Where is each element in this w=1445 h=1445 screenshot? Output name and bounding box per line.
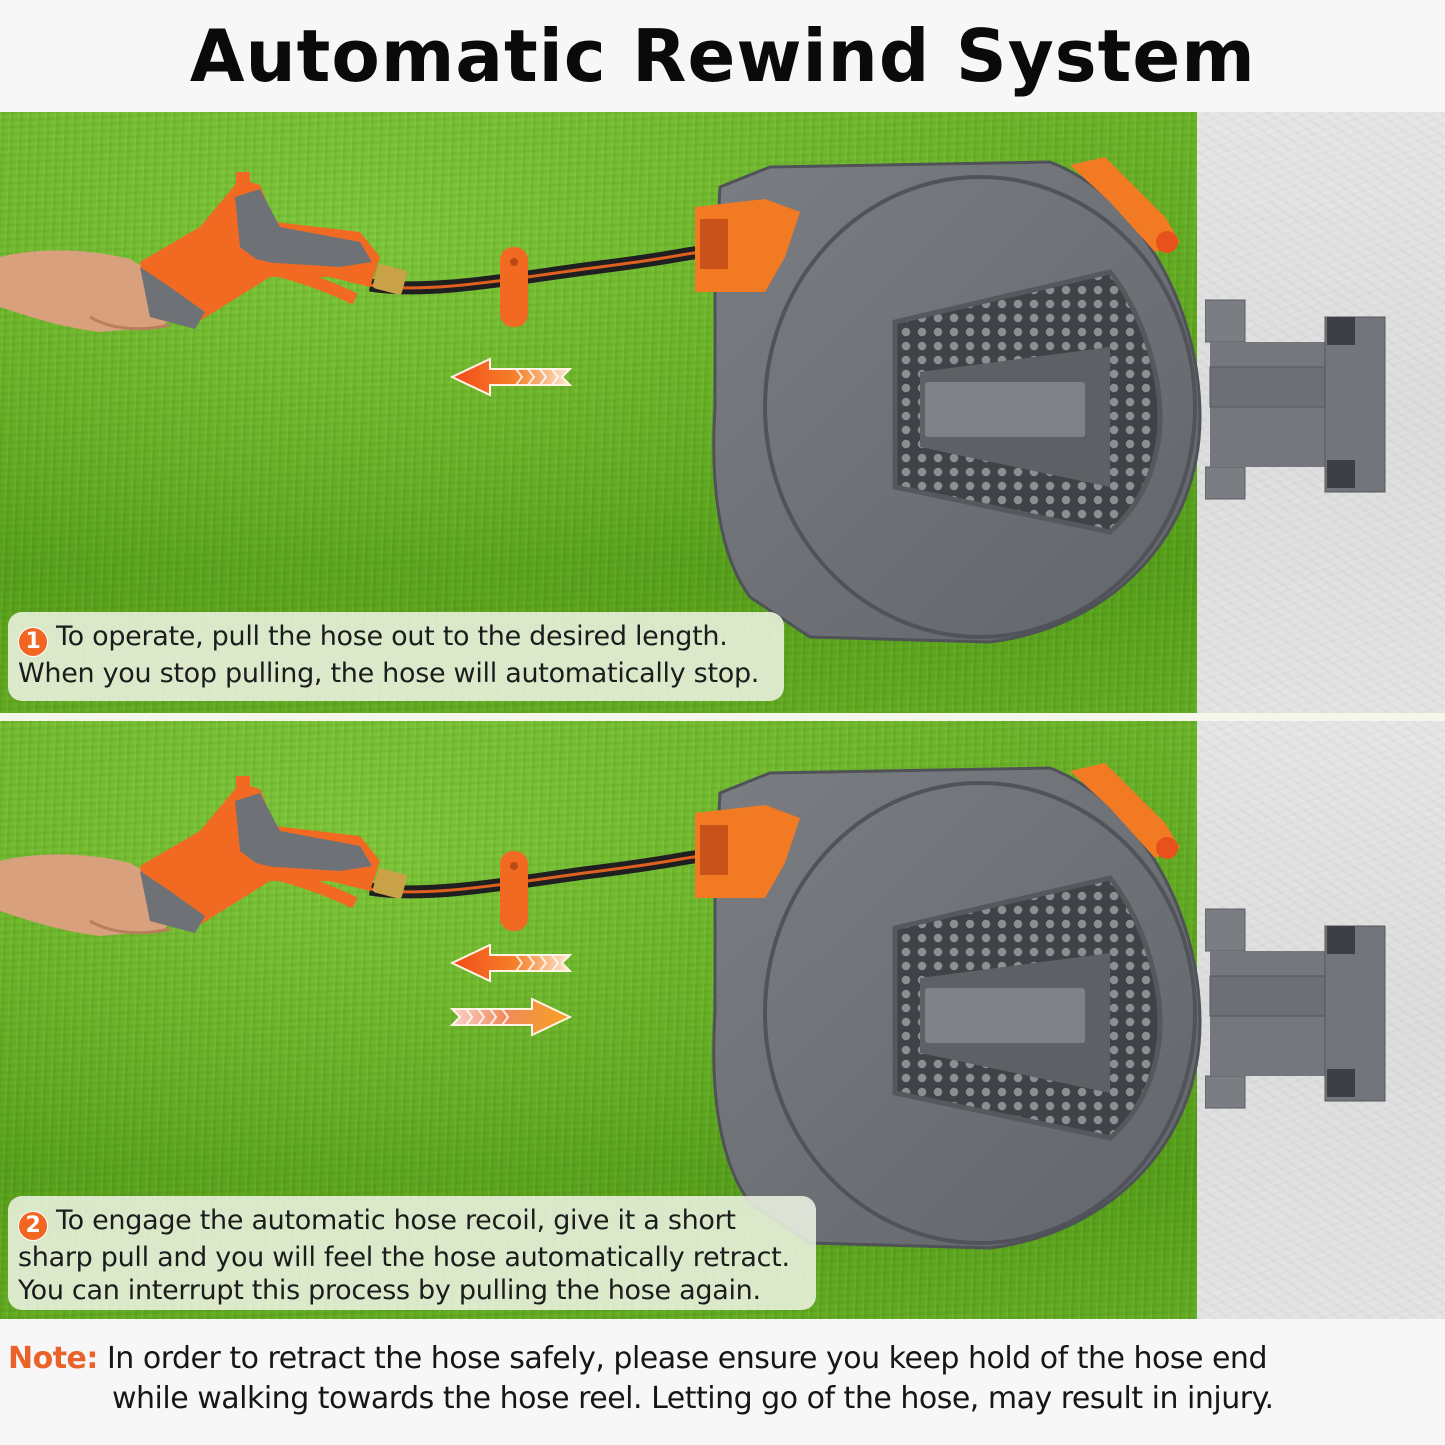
step-1-panel: 1 To operate, pull the hose out to the de… <box>0 112 1445 713</box>
caption-line: To operate, pull the hose out to the des… <box>56 621 728 652</box>
panel-divider <box>0 713 1445 721</box>
title-bar: Automatic Rewind System <box>0 0 1445 112</box>
step-2-caption: 2 To engage the automatic hose recoil, gi… <box>8 1196 816 1310</box>
step-1-caption: 1 To operate, pull the hose out to the de… <box>8 612 784 701</box>
safety-note: Note: In order to retract the hose safel… <box>0 1319 1445 1445</box>
numbered-circle-icon: 2 <box>18 1210 48 1241</box>
arrow-left-icon <box>450 357 572 397</box>
note-label: Note: <box>8 1341 98 1376</box>
caption-line: When you stop pulling, the hose will aut… <box>18 657 760 689</box>
caption-line: You can interrupt this process by pullin… <box>18 1274 761 1306</box>
hose-reel <box>690 157 1210 647</box>
wall-mount-bracket <box>1205 282 1390 517</box>
hand-holding-spray-nozzle <box>0 771 720 951</box>
note-line-2: while walking towards the hose reel. Let… <box>112 1381 1274 1416</box>
step-2-panel: 2 To engage the automatic hose recoil, gi… <box>0 721 1445 1319</box>
caption-line: sharp pull and you will feel the hose au… <box>18 1241 790 1273</box>
hose-reel <box>690 763 1210 1253</box>
arrow-right-icon <box>450 997 572 1037</box>
arrow-left-icon <box>450 943 572 983</box>
numbered-circle-icon: 1 <box>18 626 48 657</box>
page-title: Automatic Rewind System <box>189 14 1256 98</box>
caption-line: To engage the automatic hose recoil, giv… <box>56 1205 736 1236</box>
wall-mount-bracket <box>1205 891 1390 1126</box>
note-line-1: In order to retract the hose safely, ple… <box>106 1341 1268 1376</box>
hand-holding-spray-nozzle <box>0 167 720 347</box>
